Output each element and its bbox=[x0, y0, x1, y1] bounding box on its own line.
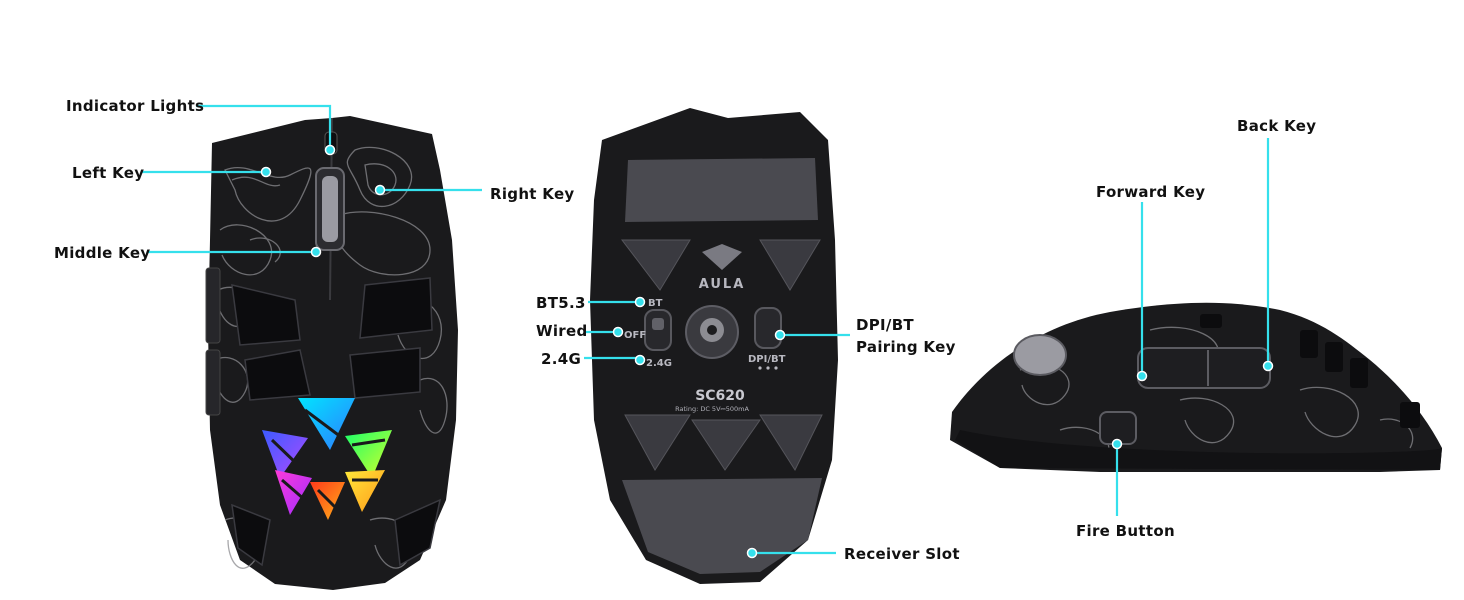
top-view-shell bbox=[208, 116, 458, 590]
label-fire-button: Fire Button bbox=[1076, 522, 1175, 540]
printed-dpi-bt: DPI/BT bbox=[748, 354, 786, 365]
label-24g: 2.4G bbox=[541, 350, 582, 368]
dot-receiver-slot bbox=[746, 547, 758, 559]
callout-leaders bbox=[142, 104, 1274, 559]
dot-wired bbox=[612, 326, 624, 338]
dot-left-key bbox=[260, 166, 272, 178]
dot-indicator-lights bbox=[324, 144, 336, 156]
dot-back-key bbox=[1262, 360, 1274, 372]
dot-bt53 bbox=[634, 296, 646, 308]
brand-text: AULA bbox=[699, 277, 746, 292]
label-left-key: Left Key bbox=[72, 164, 145, 182]
label-wired: Wired bbox=[536, 322, 588, 340]
label-receiver-slot: Receiver Slot bbox=[844, 545, 960, 563]
mouse-top-view bbox=[205, 116, 458, 590]
label-dpi-line1: DPI/BT bbox=[856, 316, 914, 334]
label-back-key: Back Key bbox=[1237, 117, 1317, 135]
aula-logo: AULA bbox=[699, 244, 746, 292]
label-middle-key: Middle Key bbox=[54, 244, 151, 262]
printed-bt: BT bbox=[648, 298, 663, 309]
label-bt53: BT5.3 bbox=[536, 294, 586, 312]
rgb-lights bbox=[262, 398, 392, 520]
label-dpi-line2: Pairing Key bbox=[856, 338, 956, 356]
label-right-key: Right Key bbox=[490, 185, 575, 203]
dot-forward-key bbox=[1136, 370, 1148, 382]
printed-rating: Rating: DC 5V⎓500mA bbox=[675, 405, 749, 413]
dot-fire-button bbox=[1111, 438, 1123, 450]
dot-right-key bbox=[374, 184, 386, 196]
label-forward-key: Forward Key bbox=[1096, 183, 1206, 201]
printed-24g: 2.4G bbox=[646, 358, 672, 369]
dot-dpi-bt bbox=[774, 329, 786, 341]
label-dpi-bt-pairing: DPI/BT Pairing Key bbox=[856, 314, 956, 358]
dot-middle-key bbox=[310, 246, 322, 258]
dot-24g bbox=[634, 354, 646, 366]
printed-model: SC620 bbox=[695, 388, 745, 404]
mouse-bottom-view: AULA BT OFF 2.4G DPI/BT SC620 Rating: DC… bbox=[590, 108, 838, 584]
palm-grille bbox=[231, 277, 442, 567]
mouse-side-view bbox=[950, 302, 1442, 472]
printed-off: OFF bbox=[624, 330, 646, 341]
lead-indicator-lights bbox=[196, 104, 332, 150]
label-indicator-lights: Indicator Lights bbox=[66, 97, 205, 115]
